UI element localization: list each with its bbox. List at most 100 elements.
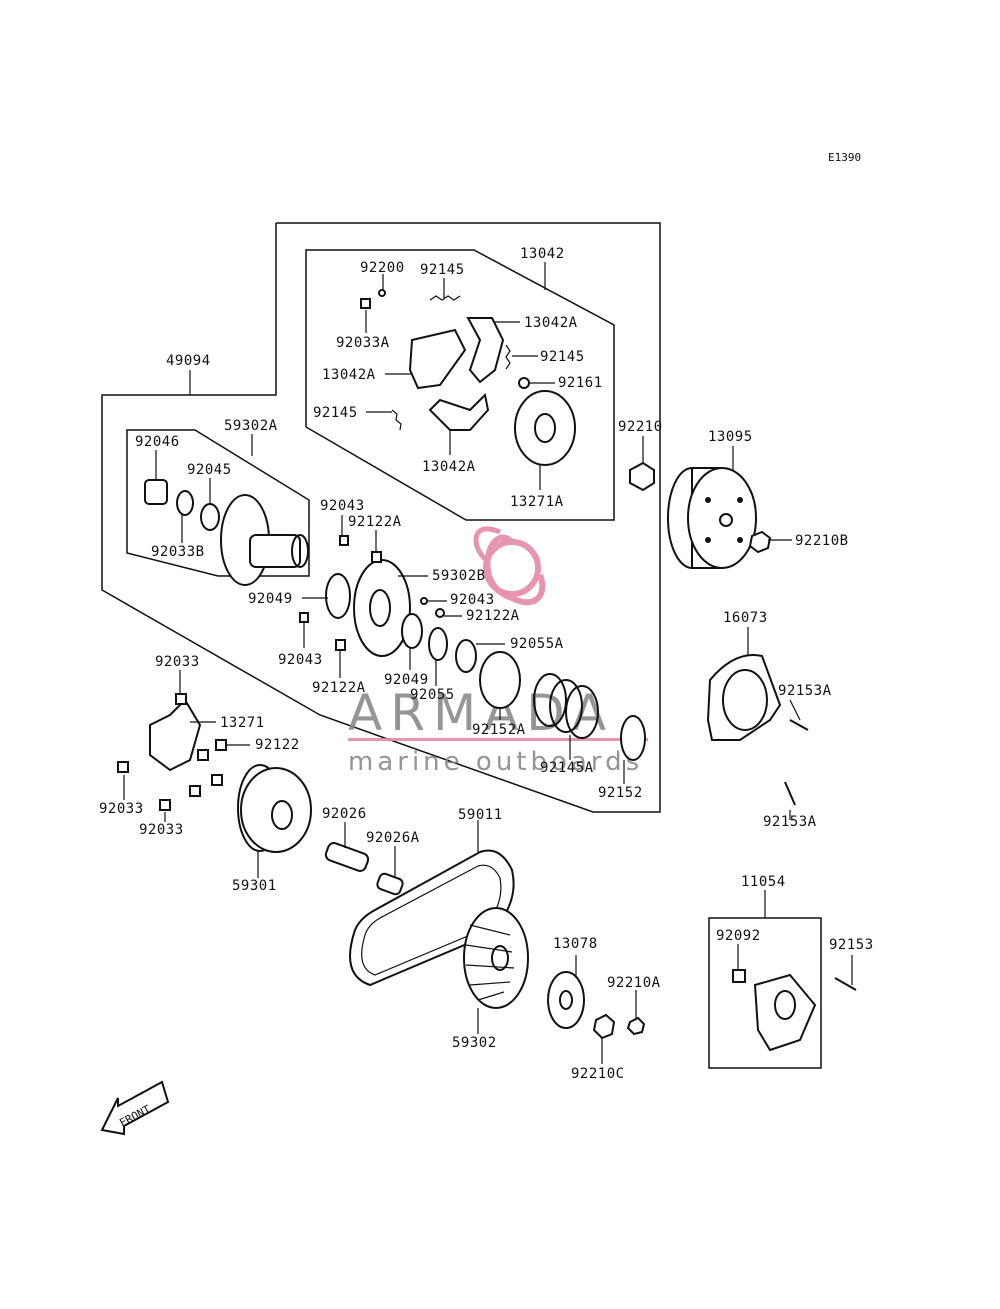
logo-prop-blade-2 [473, 526, 501, 562]
label-92026A: 92026A [366, 830, 420, 846]
label-92152: 92152 [598, 785, 643, 801]
spring-92145-top [429, 295, 461, 301]
weight-92122-d [189, 785, 201, 797]
roller-92122A-b [435, 608, 445, 618]
bracket-11054 [732, 969, 857, 1052]
seal-92049-b [401, 613, 423, 649]
pin-92043-a [339, 535, 349, 546]
oring-92055A [455, 639, 477, 673]
seal-92049-a [325, 573, 351, 619]
clutch-shoe-top [466, 317, 505, 384]
bolt-92153A-b [784, 781, 796, 806]
front-arrow-icon [100, 1080, 170, 1136]
slider-92033-top [175, 693, 187, 705]
nut-92210A [626, 1016, 646, 1036]
label-92092: 92092 [716, 928, 761, 944]
label-92049-a: 92049 [248, 591, 293, 607]
front-arrow: FRONT [100, 1080, 170, 1136]
watermark-tagline: marine outboards [348, 747, 643, 777]
plate-13078 [547, 971, 585, 1029]
frame-13042 [305, 249, 615, 521]
label-11054: 11054 [741, 874, 786, 890]
bracket-plate [753, 973, 817, 1052]
label-92200: 92200 [360, 260, 405, 276]
label-92145-mid: 92145 [540, 349, 585, 365]
fan-pulley-59302 [463, 907, 529, 1009]
nut-92210 [629, 461, 655, 492]
label-92153A-bottom: 92153A [763, 814, 817, 830]
part-92033A [360, 298, 371, 309]
collar-92092 [732, 969, 746, 983]
label-92210C: 92210C [571, 1066, 625, 1082]
drum-face [687, 467, 757, 569]
figure-code: E1390 [828, 151, 861, 164]
collar-92026 [324, 842, 370, 872]
spring-92145-left [391, 409, 402, 431]
label-92026: 92026 [322, 806, 367, 822]
label-92043-a: 92043 [320, 498, 365, 514]
collar-92026A [376, 872, 404, 896]
collar-92152A [479, 651, 521, 709]
spring-92145-mid [505, 344, 511, 370]
label-92145-top: 92145 [420, 262, 465, 278]
label-92145A: 92145A [540, 760, 594, 776]
label-92033-bottom: 92033 [139, 822, 184, 838]
sheave-59301-face [240, 767, 312, 853]
label-92033A: 92033A [336, 335, 390, 351]
roller-92122A-c [335, 639, 346, 651]
label-92153: 92153 [829, 937, 874, 953]
label-92033B: 92033B [151, 544, 205, 560]
label-92045: 92045 [187, 462, 232, 478]
frame-49094 [101, 222, 661, 813]
pin-92043-c [420, 597, 428, 605]
circlip-92033B [176, 490, 194, 516]
frame-59302A [126, 429, 310, 577]
label-92055: 92055 [410, 687, 455, 703]
sheave-59302B [353, 559, 411, 657]
label-92033-left: 92033 [99, 801, 144, 817]
cover-body [706, 654, 782, 741]
sheave-59302A-shaft [249, 534, 301, 568]
label-92043-c: 92043 [278, 652, 323, 668]
weight-92122-b [197, 749, 209, 761]
weight-92122-a [215, 739, 227, 751]
leader-lines [123, 262, 853, 1064]
bearing-92046 [144, 479, 168, 505]
label-92210B: 92210B [795, 533, 849, 549]
fan-body [463, 907, 529, 1009]
slider-92033-bottom [159, 799, 171, 811]
logo-prop-blade [484, 534, 546, 606]
oring-92055 [428, 627, 448, 661]
pin-92043-b [299, 612, 309, 623]
drive-parts [547, 971, 646, 1040]
roller-92122A-a [371, 551, 382, 563]
label-13042A-top: 13042A [524, 315, 578, 331]
label-49094: 49094 [166, 353, 211, 369]
label-92122A-c: 92122A [312, 680, 366, 696]
label-13042: 13042 [520, 246, 565, 262]
label-59302A: 59302A [224, 418, 278, 434]
clutch-plate-hub [534, 413, 556, 443]
bolt-92153 [834, 977, 857, 991]
label-59302: 59302 [452, 1035, 497, 1051]
label-92122A-b: 92122A [466, 608, 520, 624]
label-92161: 92161 [558, 375, 603, 391]
label-92055A: 92055A [510, 636, 564, 652]
bolt-92153A-a [789, 719, 809, 731]
clutch-shoe-left [408, 328, 467, 390]
drive-pulley-group [117, 693, 404, 896]
label-59301: 59301 [232, 878, 277, 894]
spring-92145A-1 [533, 673, 567, 727]
label-13271A: 13271A [510, 494, 564, 510]
slider-92033-left [117, 761, 129, 773]
ramp-plate-13271 [149, 698, 202, 772]
label-92153A-top: 92153A [778, 683, 832, 699]
label-92046: 92046 [135, 434, 180, 450]
label-13078: 13078 [553, 936, 598, 952]
secondary-sheave-group [144, 479, 309, 586]
drive-belt-59011 [349, 849, 515, 987]
label-13042A-bottom: 13042A [422, 459, 476, 475]
label-59302B: 59302B [432, 568, 486, 584]
label-16073: 16073 [723, 610, 768, 626]
